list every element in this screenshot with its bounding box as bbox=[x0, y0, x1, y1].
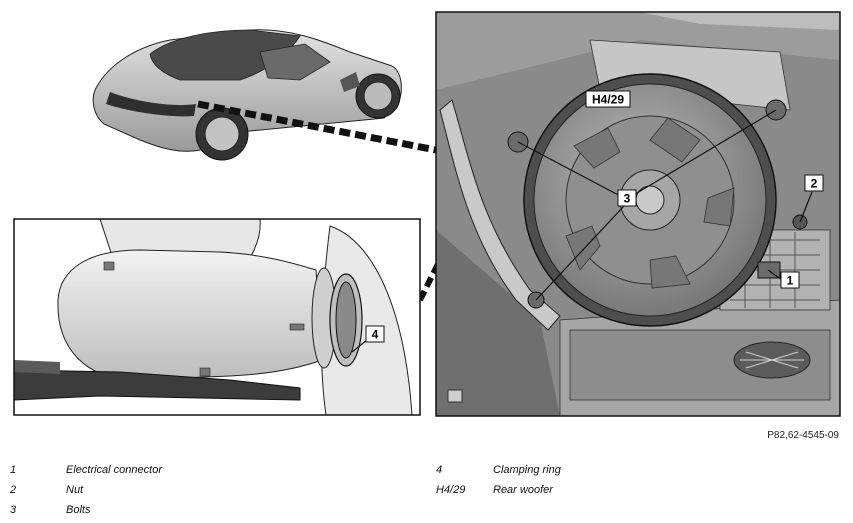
figure-reference-code: P82,62-4545-09 bbox=[767, 430, 839, 441]
svg-text:4: 4 bbox=[372, 328, 379, 342]
legend-right: 4 Clamping ring H4/29 Rear woofer bbox=[436, 463, 561, 503]
legend-key: 1 bbox=[10, 464, 17, 476]
callout-nut: 2 bbox=[804, 174, 824, 192]
legend-item: 1 Electrical connector bbox=[10, 463, 162, 483]
svg-text:H4/29: H4/29 bbox=[592, 93, 624, 107]
legend-desc: Electrical connector bbox=[66, 464, 162, 476]
legend-item: 3 Bolts bbox=[10, 503, 162, 523]
callout-ring: 4 bbox=[365, 325, 385, 343]
svg-text:1: 1 bbox=[787, 274, 794, 288]
callout-woofer: H4/29 bbox=[585, 90, 631, 108]
clamping-ring-detail-view: 4 bbox=[13, 218, 421, 416]
legend-key: 4 bbox=[436, 464, 443, 476]
leader-car-to-detail bbox=[197, 100, 437, 154]
legend-key: 2 bbox=[10, 484, 17, 496]
legend-item: H4/29 Rear woofer bbox=[436, 483, 561, 503]
callout-connector: 1 bbox=[780, 271, 800, 289]
diagram-illustration: H4/29 3 2 1 bbox=[13, 11, 841, 417]
legend-key: H4/29 bbox=[436, 484, 466, 496]
callout-bolts: 3 bbox=[617, 189, 637, 207]
legend-left: 1 Electrical connector 2 Nut 3 Bolts bbox=[10, 463, 162, 523]
legend-item: 4 Clamping ring bbox=[436, 463, 561, 483]
legend-desc: Bolts bbox=[66, 504, 91, 516]
legend-key: 3 bbox=[10, 504, 17, 516]
svg-text:3: 3 bbox=[624, 192, 631, 206]
legend-desc: Nut bbox=[66, 484, 84, 496]
car-illustration bbox=[92, 29, 402, 161]
legend-desc: Rear woofer bbox=[493, 484, 553, 496]
legend-desc: Clamping ring bbox=[493, 464, 561, 476]
rear-woofer-detail-view: H4/29 3 2 1 bbox=[435, 11, 841, 417]
legend-item: 2 Nut bbox=[10, 483, 162, 503]
svg-text:2: 2 bbox=[811, 177, 818, 191]
